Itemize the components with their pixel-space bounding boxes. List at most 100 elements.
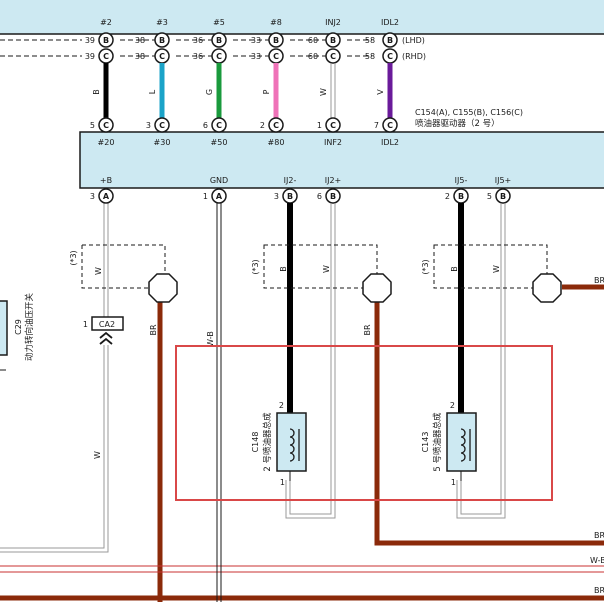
wire-color-label: G	[205, 89, 214, 95]
ca2-box	[91, 316, 124, 331]
ca2-label: CA2	[99, 320, 115, 329]
mid-pin-number: 38	[135, 36, 145, 45]
wire-color-label: L	[148, 89, 157, 94]
connector-letter: C	[387, 52, 393, 61]
driver-top-label: IDL2	[381, 138, 399, 147]
injector-code: C148	[251, 432, 260, 453]
wire-white	[330, 63, 336, 118]
driver-bottom-label: IJ2+	[325, 176, 342, 185]
switch-code: C29	[14, 319, 23, 335]
mid-pin-number: 36	[193, 36, 203, 45]
rhd-pin-number: 39	[85, 52, 95, 61]
connector-letter: C	[387, 121, 393, 130]
driver-bottom-label: IJ5-	[455, 176, 468, 185]
pin-number: 2	[260, 121, 265, 130]
top-connector-letters: B C B C B C B C B C B C	[103, 36, 393, 61]
shield-box-3	[433, 244, 548, 289]
driver-bottom-pins	[98, 188, 511, 204]
mid-pin-number: 38	[135, 52, 145, 61]
ca2-pin: 1	[83, 320, 88, 329]
connector-letter: C	[273, 121, 279, 130]
injector-pin-top: 2	[450, 401, 455, 410]
drain-wire-color: BR	[363, 324, 372, 335]
shield-wire-color: W	[322, 265, 331, 273]
shield-boxes	[81, 244, 548, 289]
ecu-header-label: #5	[213, 18, 225, 27]
wire-color-label: B	[92, 89, 101, 95]
connector-letter: C	[103, 121, 109, 130]
pin-number: 5	[487, 192, 492, 201]
pin-number: 1	[203, 192, 208, 201]
connector-letter: C	[159, 52, 165, 61]
pin-number: 6	[203, 121, 208, 130]
connector-letter: B	[273, 36, 279, 45]
pin-number: 3	[90, 192, 95, 201]
plus-b-wire	[0, 203, 109, 553]
connector-letter: A	[103, 192, 110, 201]
highlight-box	[175, 345, 553, 501]
driver-bottom-label: GND	[210, 176, 228, 185]
ecu-header-label: #8	[270, 18, 282, 27]
driver-connector-note: C154(A), C155(B), C156(C)	[415, 108, 523, 117]
shield-wire-color: W	[94, 267, 103, 275]
pin-number: 1	[317, 121, 322, 130]
mid-pin-number: 60	[308, 36, 318, 45]
connector-letter: B	[458, 192, 464, 201]
ecu-header-label: INJ2	[325, 18, 341, 27]
pin-number: 5	[90, 121, 95, 130]
lhd-label: (LHD)	[402, 36, 425, 45]
plus-b-wire-color: W	[93, 451, 102, 459]
wire-color-label: P	[262, 89, 271, 94]
shield-note: (*3)	[421, 259, 430, 274]
pin-number: 3	[146, 121, 151, 130]
injector-5-body	[446, 412, 477, 472]
shield-wire-color: W	[492, 265, 501, 273]
mid-pin-number: 36	[193, 52, 203, 61]
connector-letter: A	[216, 192, 223, 201]
connector-letter: C	[330, 121, 336, 130]
injector-pin-bottom: 1	[280, 478, 285, 487]
shield-wire-color: B	[279, 266, 288, 272]
gnd-wire	[216, 203, 222, 602]
driver-top-label: INF2	[324, 138, 342, 147]
connector-letter: B	[103, 36, 109, 45]
driver-bottom-label: +B	[100, 176, 112, 185]
connector-letter: B	[216, 36, 222, 45]
connector-letter: B	[287, 192, 293, 201]
connector-letter: C	[273, 52, 279, 61]
driver-top-pin-text: 5 C 3 C 6 C 2 C 1 C 7 C #20 #30 #50 #80 …	[90, 121, 399, 147]
lhd-rhd-pins: 39 39 38 38 36 36 33 33 60 60 58 58 (LHD…	[85, 36, 426, 61]
driver-name: 喷油器驱动器（2 号）	[415, 118, 500, 129]
gnd-wire-color: W-B	[206, 331, 215, 347]
injector-2-body	[276, 412, 307, 472]
injector-2: 2 1 C148 2 号喷油器总成	[251, 401, 307, 487]
injector-5: 2 1 C143 5 号喷油器总成	[421, 401, 477, 487]
driver-bottom-pin-text: 3 A 1 A 3 B 6 B 2 B 5 B	[90, 192, 506, 201]
coil-icon	[460, 428, 466, 462]
shield-drain-octagon	[362, 273, 392, 303]
driver-bottom-label: IJ5+	[495, 176, 512, 185]
injector-name: 2 号喷油器总成	[262, 412, 273, 472]
mid-pin-number: 33	[251, 52, 261, 61]
connector-letter: B	[330, 192, 336, 201]
top-wire-color-labels: B L G P W V	[92, 88, 385, 96]
shield-box-2	[263, 244, 378, 289]
injector-pin-top: 2	[279, 401, 284, 410]
wire-color-label: V	[376, 89, 385, 95]
driver-top-pins	[98, 117, 398, 133]
injector-name: 5 号喷油器总成	[432, 412, 443, 472]
edge-label: BR	[594, 276, 604, 285]
brown-bus-wires	[157, 284, 604, 602]
connector-letter: C	[103, 52, 109, 61]
right-edge-labels: BR BR W-B BR	[590, 276, 604, 595]
driver-top-label: #50	[211, 138, 228, 147]
connector-letter: B	[387, 36, 393, 45]
ecu-header-box	[0, 0, 604, 35]
shield-note: (*3)	[251, 259, 260, 274]
shield-drain-octagon	[148, 273, 178, 303]
connector-letter: B	[500, 192, 506, 201]
mid-pin-number: 33	[251, 36, 261, 45]
ecu-header-label: #2	[100, 18, 112, 27]
shield-labels: (*3) W (*3) B W (*3) B W	[69, 250, 501, 275]
ca2-connector: CA2 1	[83, 316, 124, 345]
